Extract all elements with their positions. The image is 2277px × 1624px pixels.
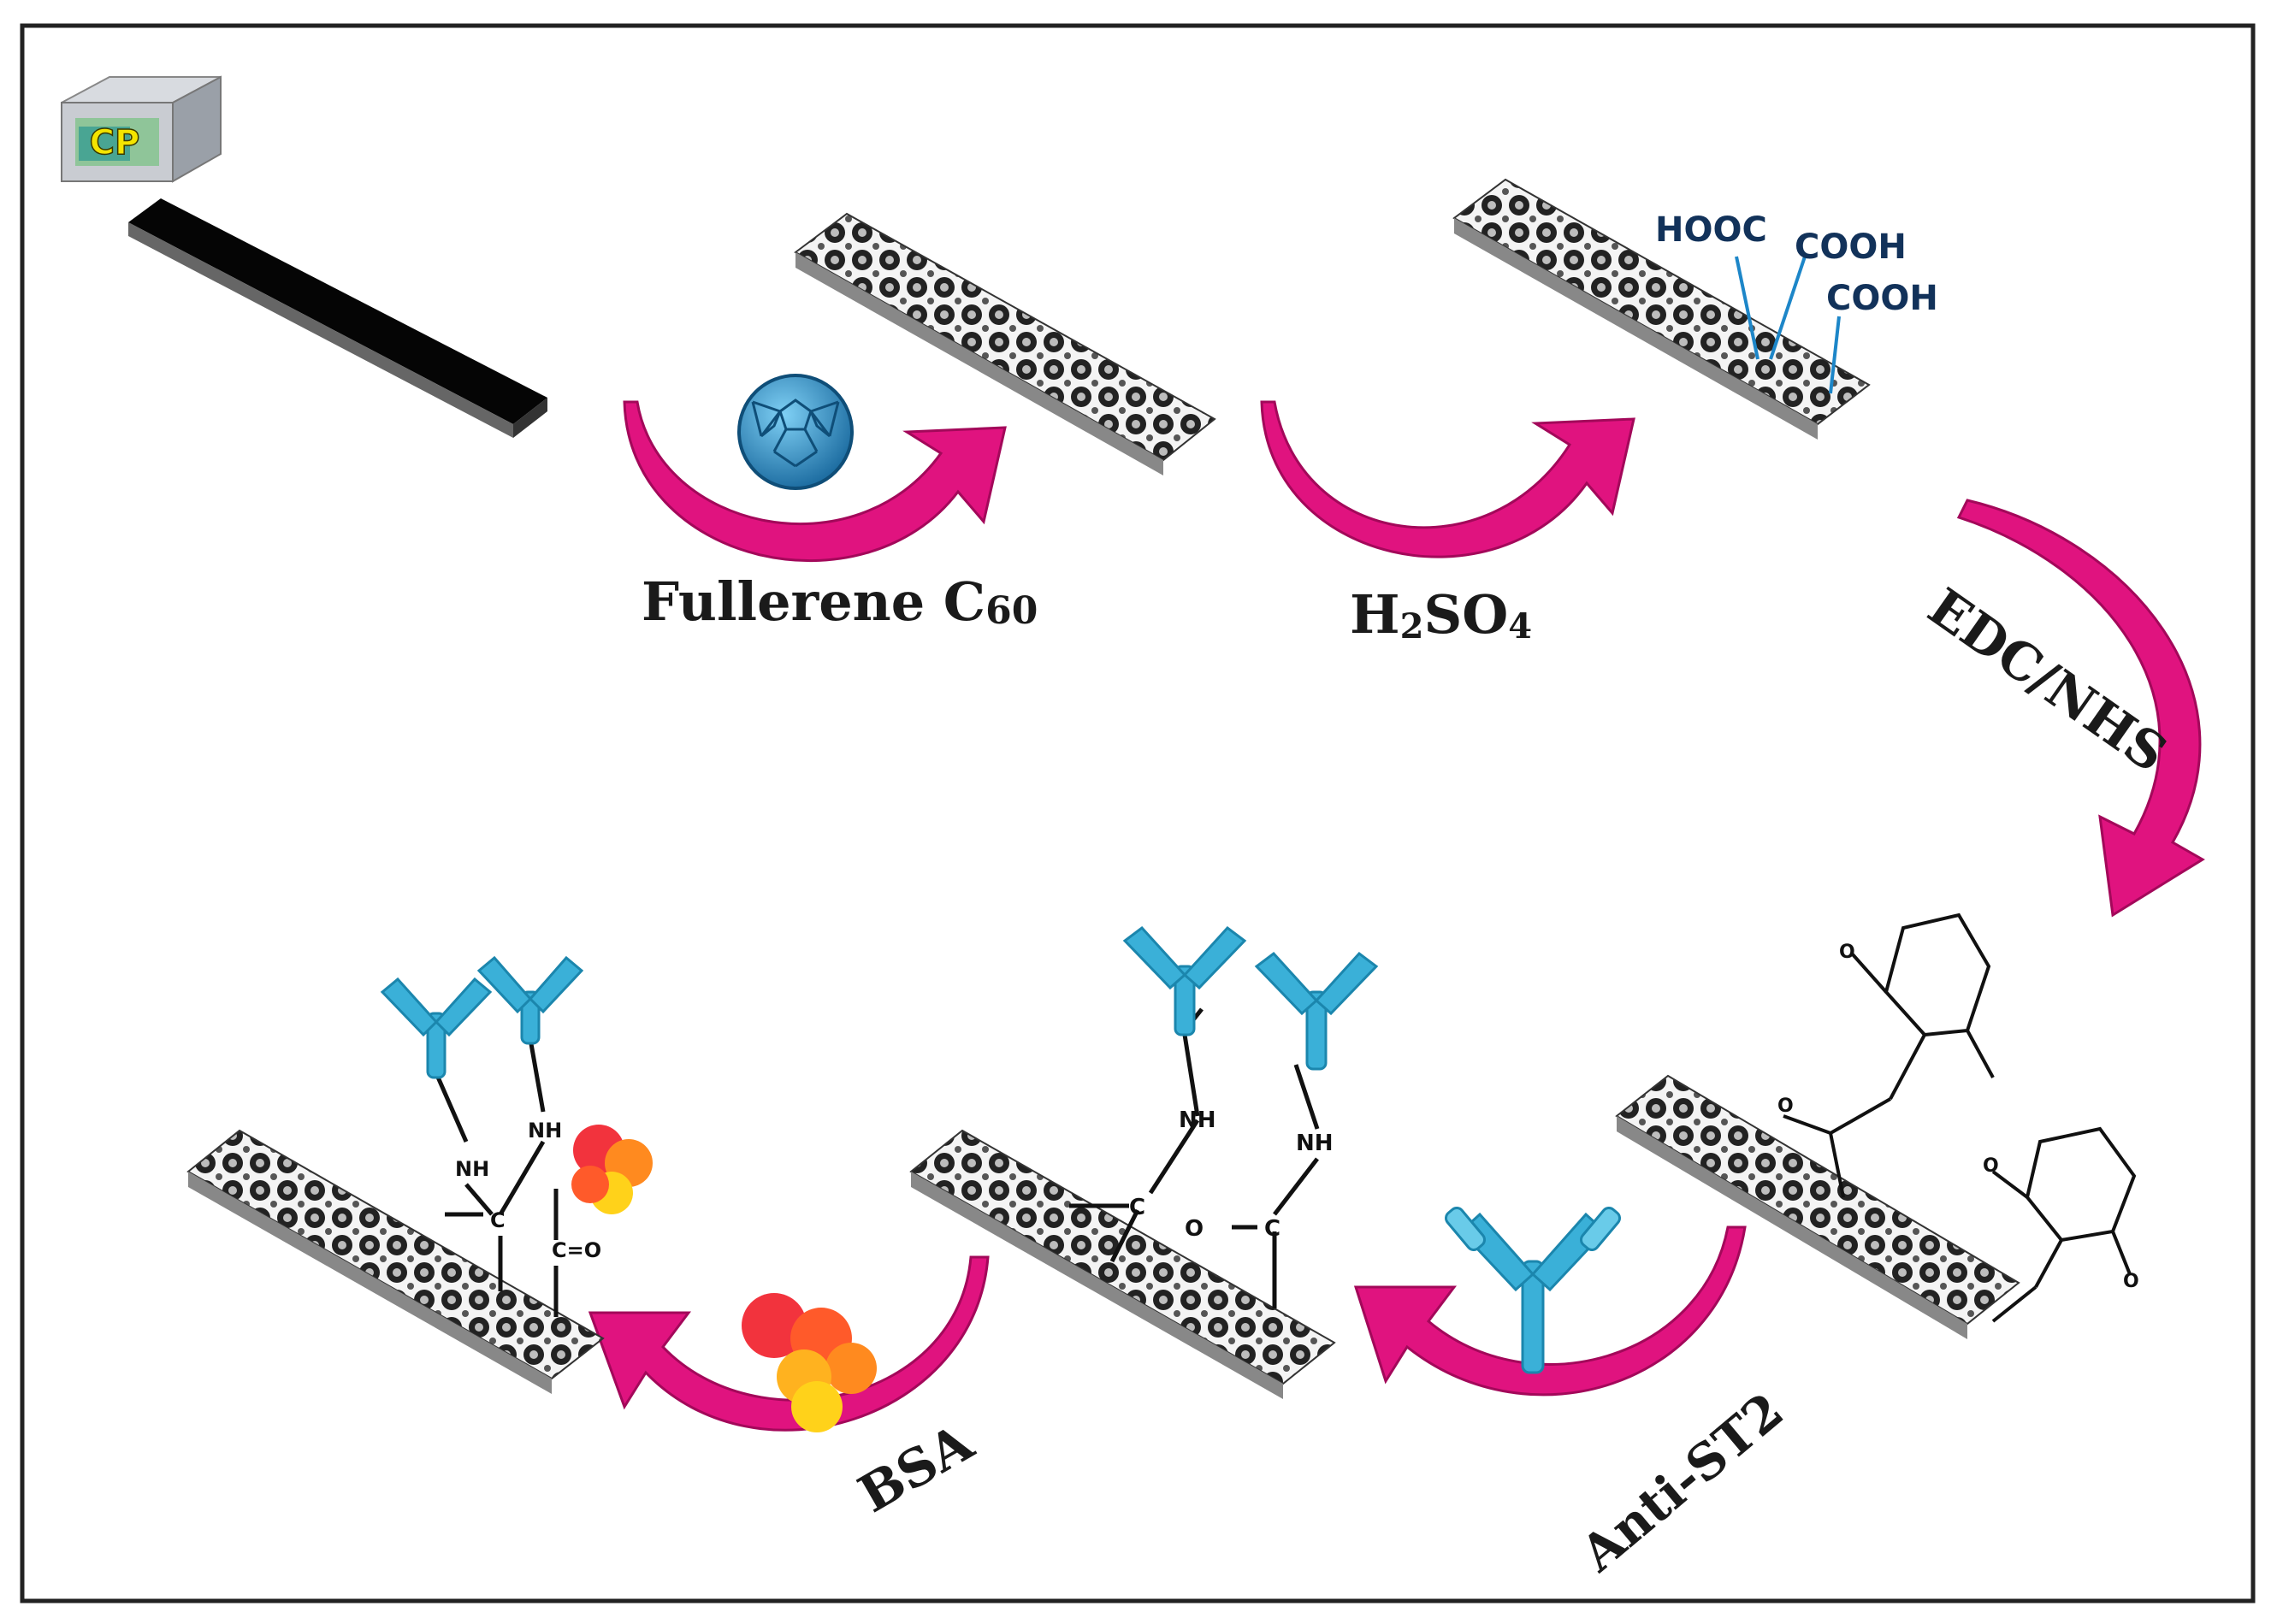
antibody-immobilized-electrode: NH NH C C O xyxy=(909,925,1379,1399)
antibody-y-shape-icon xyxy=(380,977,493,1079)
nhs-o-4: O xyxy=(2123,1271,2139,1292)
cp-package-icon: CP xyxy=(61,75,222,183)
curved-arrow-step-5 xyxy=(588,1255,990,1432)
curved-arrow-step-1 xyxy=(623,400,1007,563)
bsa-blocked-electrode: NH NH C C=O xyxy=(186,955,653,1394)
c-label-3: C xyxy=(490,1208,506,1232)
o-label-carbonyl: O xyxy=(1185,1216,1204,1242)
c-label-2: C xyxy=(1264,1216,1280,1242)
curved-arrow-step-2 xyxy=(1260,400,1635,558)
carboxyl-label-cooh-1: COOH xyxy=(1795,227,1907,267)
nh-label-2: NH xyxy=(1296,1131,1334,1156)
nh-label-3: NH xyxy=(455,1157,489,1181)
fullerene-c60-molecule-icon xyxy=(737,374,854,490)
antibody-y-shape-icon xyxy=(1122,925,1247,1036)
c-label-1: C xyxy=(1129,1195,1145,1220)
nhs-o-3: O xyxy=(1983,1155,1999,1177)
curved-arrow-step-3 xyxy=(1956,499,2205,918)
cp-label: CP xyxy=(90,123,140,162)
carboxyl-label-hooc: HOOC xyxy=(1655,210,1767,250)
outer-border xyxy=(20,23,2256,1603)
bsa-protein-blob-icon xyxy=(742,1293,877,1432)
antibody-y-shape-icon xyxy=(1444,1207,1622,1374)
nhs-o-1: O xyxy=(1839,942,1855,963)
nh-label-4: NH xyxy=(528,1119,562,1143)
carboxylated-electrode: HOOC COOH COOH xyxy=(1452,178,1938,440)
bare-carbon-paper-electrode xyxy=(128,198,547,438)
nhs-ester-ring-icon xyxy=(1783,912,2137,1323)
step-label-fullerene: Fullerene C60 xyxy=(642,570,1038,633)
nh-label-1: NH xyxy=(1179,1107,1216,1133)
c-eq-o-label: C=O xyxy=(552,1238,601,1262)
nhs-o-2: O xyxy=(1777,1095,1794,1117)
step-label-bsa: BSA xyxy=(849,1412,985,1525)
curved-arrow-step-4 xyxy=(1353,1225,1747,1397)
nhs-activated-electrode: O O O O xyxy=(1615,912,2139,1339)
bsa-protein-blob-icon xyxy=(571,1125,653,1214)
fullerene-modified-electrode xyxy=(794,212,1216,475)
step-label-anti-st2: Anti-ST2 xyxy=(1570,1381,1795,1583)
antibody-y-shape-icon xyxy=(1254,951,1379,1071)
antibody-y-shape-icon xyxy=(476,955,584,1045)
carboxyl-label-cooh-2: COOH xyxy=(1826,279,1938,318)
step-label-h2so4: H2SO4 xyxy=(1350,583,1532,647)
